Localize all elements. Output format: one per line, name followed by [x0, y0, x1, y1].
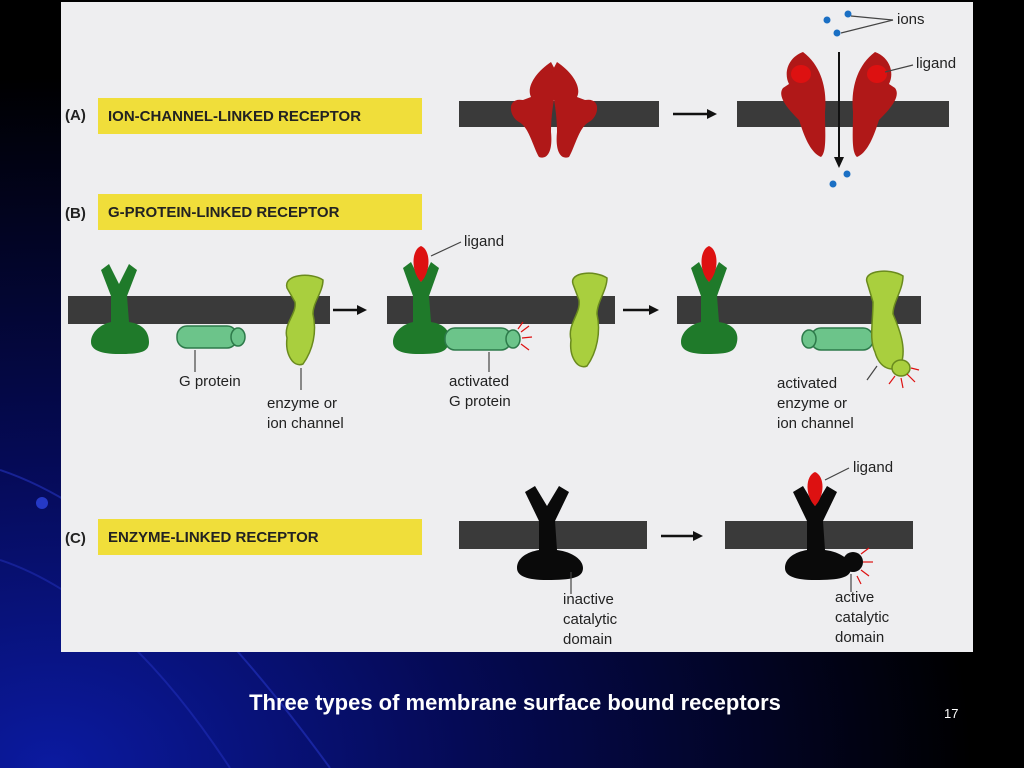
ligand-label: ligand [853, 459, 893, 476]
activated-g-label-line1: activated [449, 373, 509, 390]
ligand [701, 246, 717, 282]
arrow-head [707, 109, 717, 119]
activated-g-protein [444, 321, 533, 351]
arrow-head [357, 305, 367, 315]
g-receptor [681, 262, 738, 354]
enzyme-receptor-active [785, 486, 851, 580]
activated-enzyme-label-line1: activated [777, 375, 837, 392]
active-label-line1: active [835, 589, 874, 606]
enzyme-label-line2: ion channel [267, 415, 344, 432]
panel-c-title: ENZYME-LINKED RECEPTOR [108, 529, 319, 546]
panel-c-letter: (C) [65, 530, 86, 547]
panel-b-header-box [98, 194, 422, 230]
ion-channel-closed [510, 62, 598, 158]
ions-label: ions [897, 11, 925, 28]
panel-a-title: ION-CHANNEL-LINKED RECEPTOR [108, 108, 361, 125]
panel-a-header-box [98, 98, 422, 134]
g-protein-label: G protein [179, 373, 241, 390]
panel-c-header-box [98, 519, 422, 555]
ion-channel-open [781, 52, 897, 157]
activation-spark [888, 367, 920, 389]
activated-enzyme-label-line2: enzyme or [777, 395, 847, 412]
arrow-head [649, 305, 659, 315]
enzyme-label-line1: enzyme or [267, 395, 337, 412]
ligand [807, 472, 823, 506]
activated-enzyme [866, 270, 904, 370]
receptor-figure: (A) ION-CHANNEL-LINKED RECEPTOR [61, 2, 973, 652]
panel-a: (A) ION-CHANNEL-LINKED RECEPTOR [65, 10, 956, 188]
membrane [737, 101, 949, 127]
page-number: 17 [944, 706, 959, 721]
panel-c: (C) ENZYME-LINKED RECEPTOR inactive cata… [65, 459, 913, 648]
inactive-label-line3: domain [563, 631, 612, 648]
enzyme-receptor-inactive [517, 486, 583, 580]
panel-b: (B) G-PROTEIN-LINKED RECEPTOR G protein … [65, 194, 921, 432]
active-label-line3: domain [835, 629, 884, 646]
ligand-label: ligand [916, 55, 956, 72]
enzyme [569, 272, 608, 368]
g-protein [801, 327, 874, 351]
ligand [413, 246, 429, 282]
g-receptor [393, 262, 450, 354]
enzyme [285, 274, 324, 366]
arrow-head [693, 531, 703, 541]
panel-b-title: G-PROTEIN-LINKED RECEPTOR [108, 204, 340, 221]
active-label-line2: catalytic [835, 609, 890, 626]
panel-a-letter: (A) [65, 107, 86, 124]
ligand-label: ligand [464, 233, 504, 250]
activated-enzyme-label-line3: ion channel [777, 415, 854, 432]
g-receptor [91, 264, 149, 354]
arrow-head [834, 157, 844, 168]
g-protein [176, 325, 246, 349]
receptor-diagram: (A) ION-CHANNEL-LINKED RECEPTOR [65, 10, 956, 648]
activation-spark [856, 547, 873, 585]
inactive-label-line2: catalytic [563, 611, 618, 628]
ions [823, 10, 852, 188]
slide-caption: Three types of membrane surface bound re… [249, 690, 781, 715]
ligand [867, 65, 887, 83]
inactive-label-line1: inactive [563, 591, 614, 608]
ligand [791, 65, 811, 83]
panel-b-letter: (B) [65, 205, 86, 222]
activated-g-label-line2: G protein [449, 393, 511, 410]
